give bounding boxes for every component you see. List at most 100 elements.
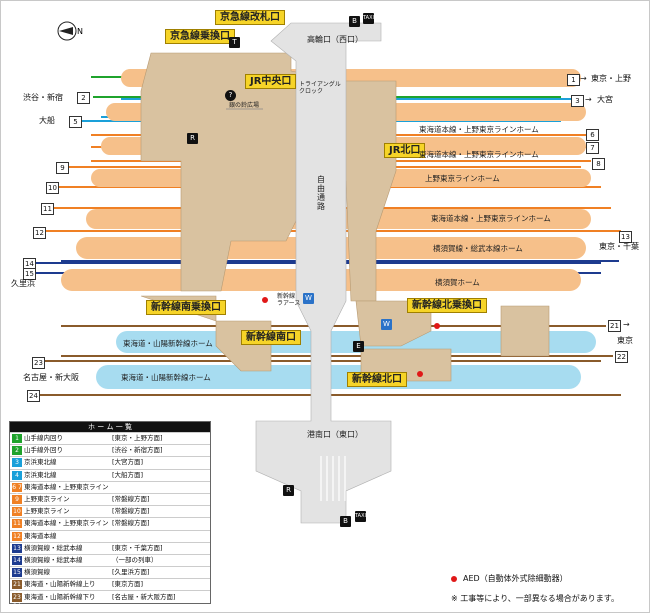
aed-marker [262,297,268,303]
track-12-badge: 12 [33,227,46,239]
legend-direction: [東京方面] [112,580,144,589]
track-7-badge: 7 [586,142,599,154]
jr-north-label: JR北口 [384,143,426,158]
legend-track-number: 14 [12,555,22,565]
track-9-badge: 9 [56,162,69,174]
legend-line-name: 山手線内回り [24,434,63,443]
legend-line-name: 東海道本線・上野東京ライン [24,482,109,491]
legend-direction: [常磐線方面] [112,519,150,528]
legend-direction: [常磐線方面] [112,495,150,504]
aed-legend-marker [451,576,457,582]
legend-line-name: 上野東京ライン [24,495,70,504]
track-10-badge: 10 [46,182,59,194]
restroom-icon: R [283,485,294,496]
legend-line-name: 東海道本線 [24,531,57,540]
legend-line-name: 横須賀線・総武本線 [24,543,83,552]
track-13-badge: 13 [619,231,632,243]
arrow-right-icon: → [623,320,630,329]
track-22-badge: 22 [615,351,628,363]
small-plaza-label: 銀の鈴広場 [229,102,260,109]
platform-23-24 [96,365,581,389]
taxi-icon: TAXI [355,511,366,522]
track-8-badge: 8 [592,158,605,170]
wheelchair-icon: W [303,293,314,304]
info-icon: ? [225,90,236,101]
aed-note: AED（自動体外式除細動器） [463,574,568,583]
track-5-badge: 5 [69,116,82,128]
destination-track-15: 久里浜 [11,279,35,288]
destination-track-21: 東京 [617,336,633,345]
legend-line-name: 東海道・山陽新幹線下り [24,592,96,601]
restroom-icon: R [187,133,198,144]
free-passage-label: 自由通路 [317,175,325,211]
track-14-badge: 14 [23,258,36,270]
jr-central-label: JR中央口 [245,74,297,89]
triangle-clock-label: トライアングル クロック [299,81,341,95]
shinkansen-north-transfer-label: 新幹線北乗換口 [407,298,487,313]
svg-text:N: N [77,27,83,36]
legend-line-name: 横須賀線・総武本線 [24,555,83,564]
taxi-icon: TAXI [363,13,374,24]
platform-label-yokosuka: 横須賀ホーム [435,278,480,287]
platform-label-ueno-tokyo: 上野東京ラインホーム [425,174,500,183]
legend-direction: [渋谷・新宿方面] [112,446,163,455]
keikyu-ticket-gate-label: 京急線改札口 [215,10,285,25]
legend-track-number: 3 [12,458,22,468]
legend-track-number: 13 [12,543,22,553]
platform-label-shinkansen-down: 東海道・山陽新幹線ホーム [121,373,211,382]
legend-line-name: 横須賀線 [24,568,50,577]
legend-direction: [大船方面] [112,470,144,479]
keikyu-transfer-label: 京急線乗換口 [165,29,235,44]
legend-line-name: 東海道本線・上野東京ライン [24,519,109,528]
legend-track-number: 2 [12,446,22,456]
legend-direction: [東京・千葉方面] [112,543,163,552]
legend-direction: [久里浜方面] [112,568,150,577]
destination-track-23: 名古屋・新大阪 [23,373,79,382]
legend-line-name: 山手線外回り [24,446,63,455]
konan-exit-label: 港南口（東口） [307,430,363,439]
legend-line-name: 上野東京ライン [24,507,70,516]
legend-track-number: 11 [12,519,22,529]
track-11-badge: 11 [41,203,54,215]
track-6-badge: 6 [586,129,599,141]
legend-track-number: 12 [12,531,22,541]
escalators [320,456,346,501]
platform-label-tokaido-3: 東海道本線・上野東京ラインホーム [431,214,551,223]
track-24-badge: 24 [27,390,40,402]
compass-icon: N [57,21,83,41]
takanawa-exit-label: 高輪口（西口） [307,35,363,44]
destination-track-1: 東京・上野 [591,74,631,83]
legend-track-number: 10 [12,507,22,517]
legend-track-number: 23 24 [12,592,22,610]
bus-icon: B [349,16,360,27]
destination-track-2: 渋谷・新宿 [23,93,63,102]
track-23-badge: 23 [32,357,45,369]
legend-track-number: 15 [12,568,22,578]
track-1-badge: 1 [567,74,580,86]
legend-direction: （一部の列車） [112,555,158,564]
destination-track-13: 東京・千葉 [599,242,639,251]
track-21-badge: 21 [608,320,621,332]
legend-header: ホ ー ム 一 覧 [10,422,210,432]
shinkansen-north-label: 新幹線北口 [347,372,407,387]
legend-line-name: 東海道・山陽新幹線上り [24,580,96,589]
legend-row: 6 7 8東海道本線・上野東京ライン [10,480,210,500]
track-15-badge: 15 [23,268,36,280]
legend-line-name: 京浜東北線 [24,470,57,479]
bus-icon: B [340,516,351,527]
arrow-right-icon: → [580,74,587,83]
shinkansen-lounge-label: 新幹線 ラアース [277,293,301,307]
